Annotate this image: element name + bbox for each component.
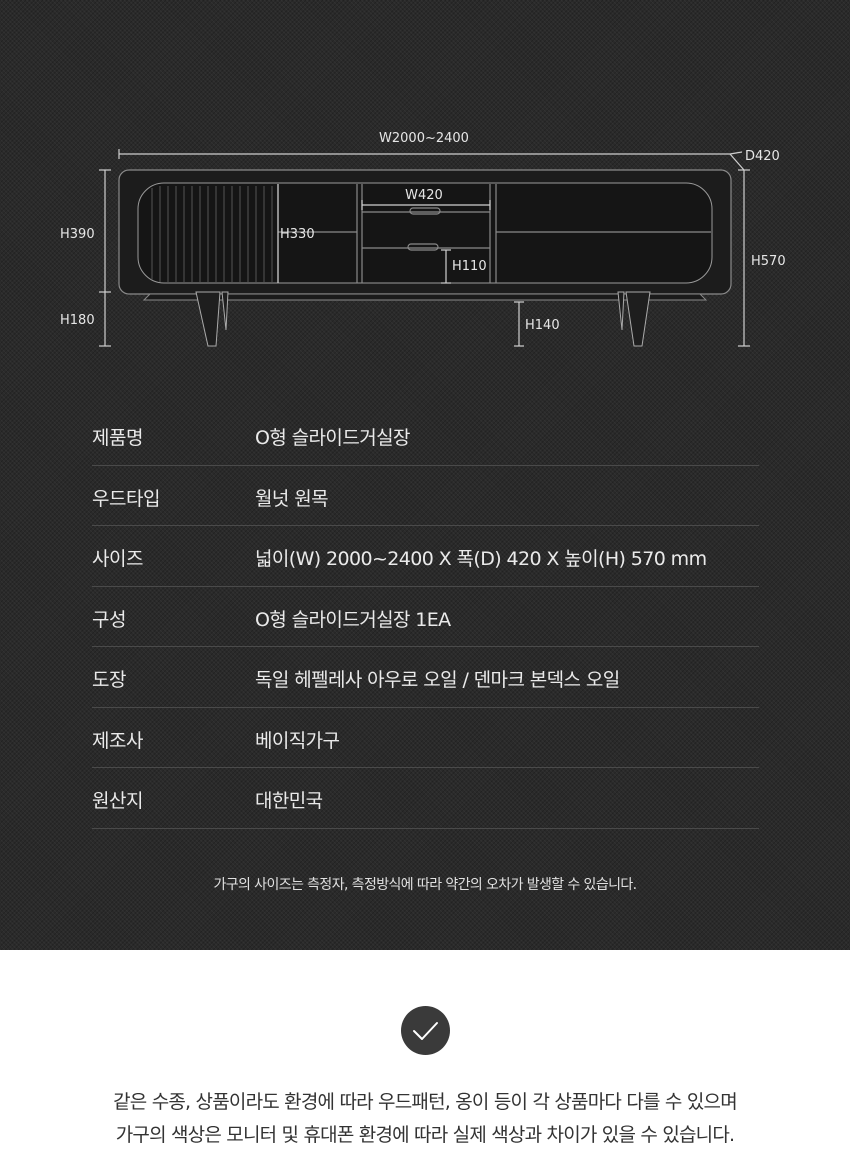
spec-value: 베이직가구 [255, 729, 340, 752]
label-height-clearance: H140 [525, 318, 560, 333]
spec-row-product-name: 제품명 O형 슬라이드거실장 [92, 405, 759, 466]
label-height-inner: H330 [280, 227, 315, 242]
label-width-total: W2000~2400 [379, 131, 469, 146]
spec-label: 도장 [92, 669, 126, 691]
dark-panel: W2000~2400 D420 H390 H180 H330 W420 H110… [0, 0, 850, 950]
label-depth: D420 [745, 149, 780, 164]
spec-row-origin: 원산지 대한민국 [92, 768, 759, 829]
spec-label: 원산지 [92, 790, 143, 812]
spec-label: 제품명 [92, 427, 143, 449]
label-height-total: H570 [751, 254, 786, 269]
dimension-diagram: W2000~2400 D420 H390 H180 H330 W420 H110… [60, 131, 786, 347]
spec-row-size: 사이즈 넓이(W) 2000~2400 X 폭(D) 420 X 높이(H) 5… [92, 526, 759, 587]
check-icon [401, 1006, 450, 1055]
label-width-drawer: W420 [405, 188, 443, 203]
disclaimer-line-1: 같은 수종, 상품이라도 환경에 따라 우드패턴, 옹이 등이 각 상품마다 다… [113, 1091, 738, 1113]
spec-label: 제조사 [92, 729, 143, 752]
cabinet-drawing [118, 169, 732, 347]
depth-dimension-line [729, 153, 745, 171]
spec-label: 사이즈 [92, 548, 143, 570]
size-tolerance-note: 가구의 사이즈는 측정자, 측정방식에 따라 약간의 오차가 발생할 수 있습니… [213, 877, 637, 893]
label-height-body: H390 [60, 227, 95, 242]
spec-row-composition: 구성 O형 슬라이드거실장 1EA [92, 587, 759, 647]
spec-value: 넓이(W) 2000~2400 X 폭(D) 420 X 높이(H) 570 m… [255, 548, 707, 570]
label-height-legs: H180 [60, 313, 95, 328]
color-disclaimer: 같은 수종, 상품이라도 환경에 따라 우드패턴, 옹이 등이 각 상품마다 다… [0, 1086, 850, 1152]
spec-value: O형 슬라이드거실장 [255, 427, 410, 449]
spec-label: 구성 [92, 608, 126, 631]
spec-value: O형 슬라이드거실장 1EA [255, 608, 451, 631]
disclaimer-line-2: 가구의 색상은 모니터 및 휴대폰 환경에 따라 실제 색상과 차이가 있을 수… [115, 1124, 735, 1146]
spec-value: 월넛 원목 [255, 487, 329, 510]
spec-value: 대한민국 [255, 790, 323, 812]
spec-row-wood-type: 우드타입 월넛 원목 [92, 466, 759, 526]
spec-row-finish: 도장 독일 헤펠레사 아우로 오일 / 덴마크 본덱스 오일 [92, 647, 759, 708]
spec-row-manufacturer: 제조사 베이직가구 [92, 708, 759, 768]
spec-label: 우드타입 [92, 487, 160, 510]
spec-table: 제품명 O형 슬라이드거실장 우드타입 월넛 원목 사이즈 넓이(W) 2000… [92, 405, 759, 829]
spec-value: 독일 헤펠레사 아우로 오일 / 덴마크 본덱스 오일 [255, 669, 620, 691]
label-height-drawer: H110 [452, 259, 487, 274]
